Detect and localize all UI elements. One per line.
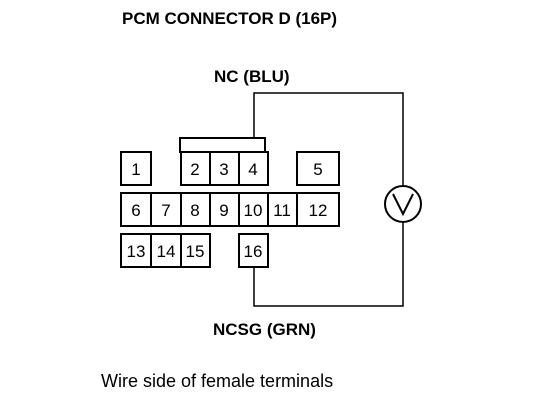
terminal-12 (296, 192, 340, 227)
terminal-14-label: 14 (157, 242, 176, 261)
terminal-3-label: 3 (219, 160, 228, 179)
terminal-12-label: 12 (309, 201, 328, 220)
nc-wire (253, 92, 404, 186)
terminal-14 (150, 233, 182, 268)
terminal-4-label: 4 (248, 160, 257, 179)
terminal-13-label: 13 (127, 242, 146, 261)
terminal-9-label: 9 (219, 201, 228, 220)
terminal-5 (296, 151, 340, 186)
terminal-16 (238, 233, 269, 268)
terminal-8-label: 8 (190, 201, 199, 220)
terminal-1 (120, 151, 152, 186)
terminal-2-label: 2 (190, 160, 199, 179)
nc-wire-label: NC (BLU) (214, 67, 290, 86)
terminal-4 (238, 151, 269, 186)
voltmeter-icon (384, 185, 422, 223)
terminal-6-label: 6 (131, 201, 140, 220)
terminal-5-label: 5 (313, 160, 322, 179)
terminal-1-label: 1 (131, 160, 140, 179)
connector-latch (179, 137, 266, 153)
diagram-caption: Wire side of female terminals (101, 371, 333, 391)
terminal-15-label: 15 (186, 242, 205, 261)
terminal-11 (267, 192, 298, 227)
ncsg-wire (253, 222, 404, 307)
terminal-11-label: 11 (273, 201, 291, 220)
terminal-16-label: 16 (244, 242, 263, 261)
terminal-3 (209, 151, 240, 186)
terminal-10-label: 10 (244, 201, 263, 220)
diagram-title: PCM CONNECTOR D (16P) (122, 9, 337, 28)
ncsg-wire-label: NCSG (GRN) (213, 320, 316, 339)
terminal-7-label: 7 (161, 201, 170, 220)
terminal-15 (180, 233, 211, 268)
